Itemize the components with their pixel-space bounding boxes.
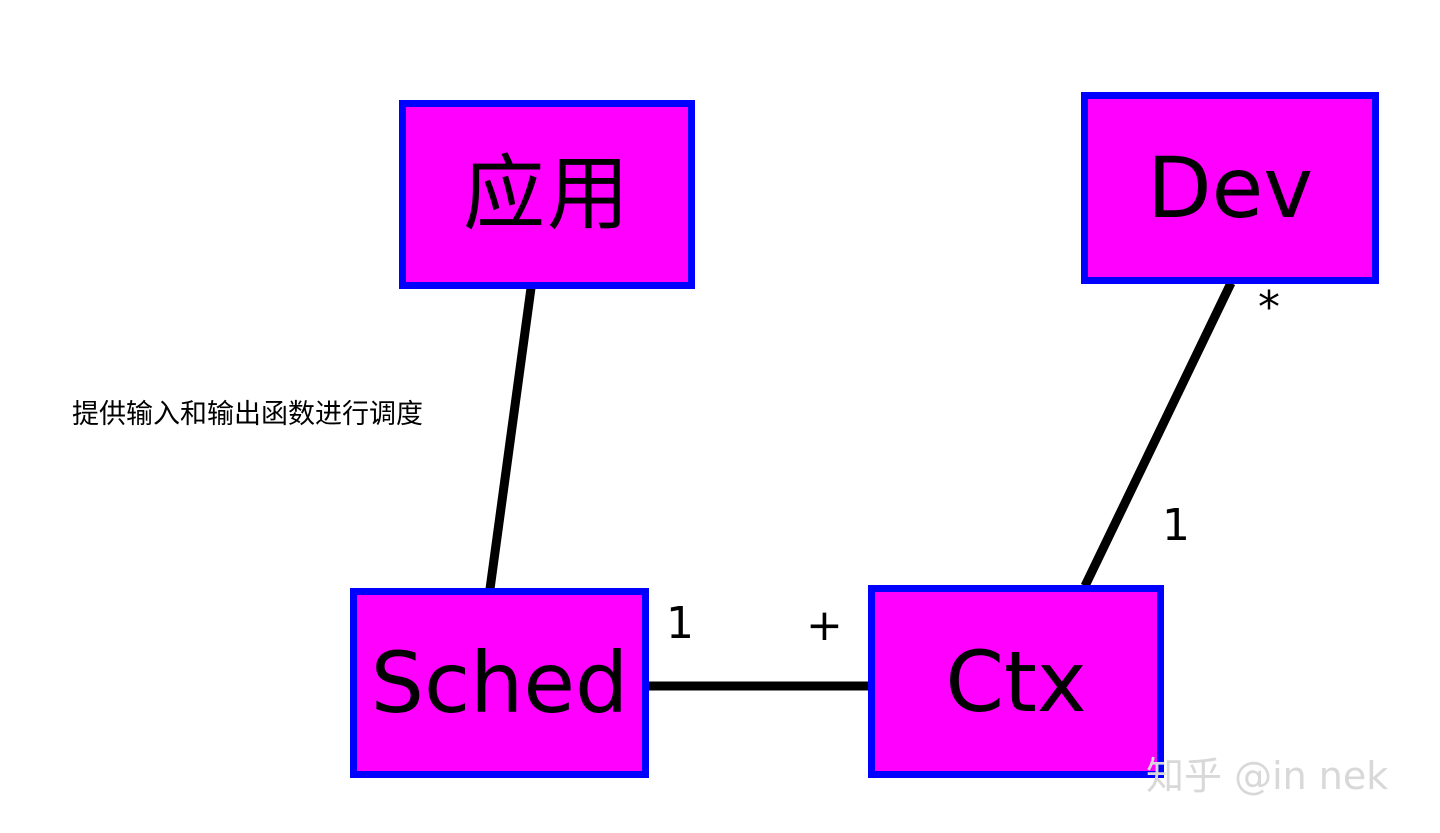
edge-label-ctx-multiplicity: 1: [1162, 500, 1190, 551]
node-app-label: 应用: [462, 146, 631, 242]
edge-annotation-text: 提供输入和输出函数进行调度: [72, 399, 423, 430]
edge-label-sched-multiplicity: 1: [666, 598, 694, 649]
watermark: 知乎 @in nek: [1146, 754, 1389, 798]
node-sched[interactable]: Sched: [350, 588, 649, 778]
edge-app-to-sched: [485, 287, 536, 590]
edge-dev-to-ctx: [1080, 281, 1236, 588]
node-ctx[interactable]: Ctx: [868, 585, 1164, 778]
edge-label-composition-plus: +: [806, 600, 843, 651]
node-sched-label: Sched: [370, 634, 629, 732]
node-dev-label: Dev: [1146, 139, 1314, 237]
edge-label-dev-multiplicity: *: [1258, 282, 1280, 333]
node-dev[interactable]: Dev: [1081, 92, 1379, 284]
node-ctx-label: Ctx: [945, 632, 1087, 731]
node-app[interactable]: 应用: [399, 100, 695, 289]
